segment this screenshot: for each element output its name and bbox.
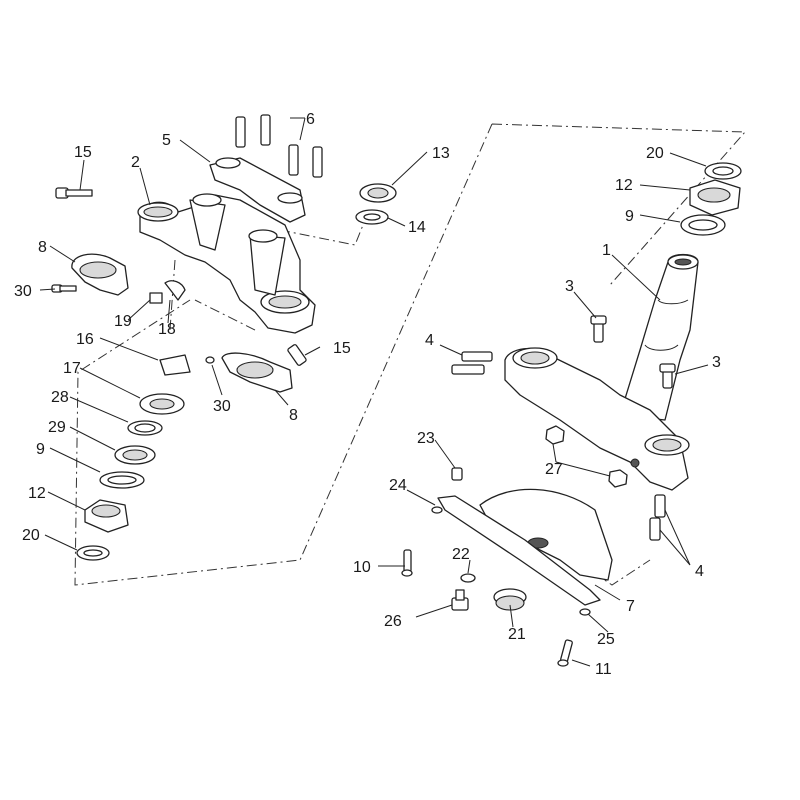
bearing-stack-left [76,354,191,561]
callout-28: 28 [51,389,69,406]
callout-7: 7 [626,598,635,615]
bolts-4-lower [649,494,666,541]
callout-9-left: 9 [36,441,45,458]
steering-stem [619,253,699,421]
callout-21: 21 [508,626,526,643]
assembly-boundary [74,123,747,586]
riser-bolts [235,114,323,178]
callout-15-lower: 15 [333,340,351,357]
cap-13 [359,183,397,203]
bolt-26 [451,589,469,611]
callout-13: 13 [432,145,450,162]
callout-4-left: 4 [425,332,434,349]
callout-labels: 1 2 3 3 4 4 5 6 7 8 8 9 9 10 11 12 12 13… [14,111,721,678]
callout-8-right: 8 [289,407,298,424]
callout-22: 22 [452,546,470,563]
axis-line [279,219,366,246]
clamp-screw-right [205,356,215,364]
callout-2: 2 [131,154,140,171]
pinch-bolt-lower [287,344,307,366]
callout-10: 10 [353,559,371,576]
lower-triple-clamp [504,347,690,491]
clip-18 [164,280,186,301]
leader-lines [39,117,709,667]
washer-24 [431,506,443,514]
callout-19: 19 [114,313,132,330]
bolt-3-upper [590,315,607,343]
axis-line [169,259,256,331]
callout-12-right: 12 [615,177,633,194]
nuts-27 [545,425,628,488]
callout-25: 25 [597,631,615,648]
callout-6: 6 [306,111,315,128]
spacer-23 [451,467,463,481]
upper-triple-clamp [137,193,316,334]
fork-guard-plate [437,488,613,606]
callout-12-left: 12 [28,485,46,502]
callout-15-upper: 15 [74,144,92,161]
bolt-11 [557,639,573,667]
callout-20-left: 20 [22,527,40,544]
callout-5: 5 [162,132,171,149]
callout-3-right: 3 [712,354,721,371]
callout-16: 16 [76,331,94,348]
callout-4-lower: 4 [695,563,704,580]
callout-3-upper: 3 [565,278,574,295]
callout-1: 1 [602,242,611,259]
washer-25 [579,608,591,616]
clamp-screw-left [51,284,77,293]
handlebar-riser [209,157,306,223]
callout-9-right: 9 [625,208,634,225]
bolts-4-left [451,351,493,375]
callout-17: 17 [63,360,81,377]
callout-24: 24 [389,477,407,494]
callout-8-left: 8 [38,239,47,256]
callout-30-left: 30 [14,283,32,300]
callout-18: 18 [158,321,176,338]
screw-19 [149,292,163,304]
callout-23: 23 [417,430,435,447]
washer-22 [460,573,476,583]
callout-27: 27 [545,461,563,478]
callout-11: 11 [595,661,612,678]
washer-14 [355,209,389,225]
grommet-21 [493,588,527,611]
callout-29: 29 [48,419,66,436]
callout-14: 14 [408,219,426,236]
callout-20-right: 20 [646,145,664,162]
callout-26: 26 [384,613,402,630]
handlebar-clamp-left [71,253,129,296]
pinch-bolt-upper [55,187,93,199]
callout-30-center: 30 [213,398,231,415]
bolt-3-right [659,363,676,389]
bearing-stack-right [680,162,742,236]
bolt-10 [401,549,413,577]
handlebar-clamp-right [221,352,293,393]
